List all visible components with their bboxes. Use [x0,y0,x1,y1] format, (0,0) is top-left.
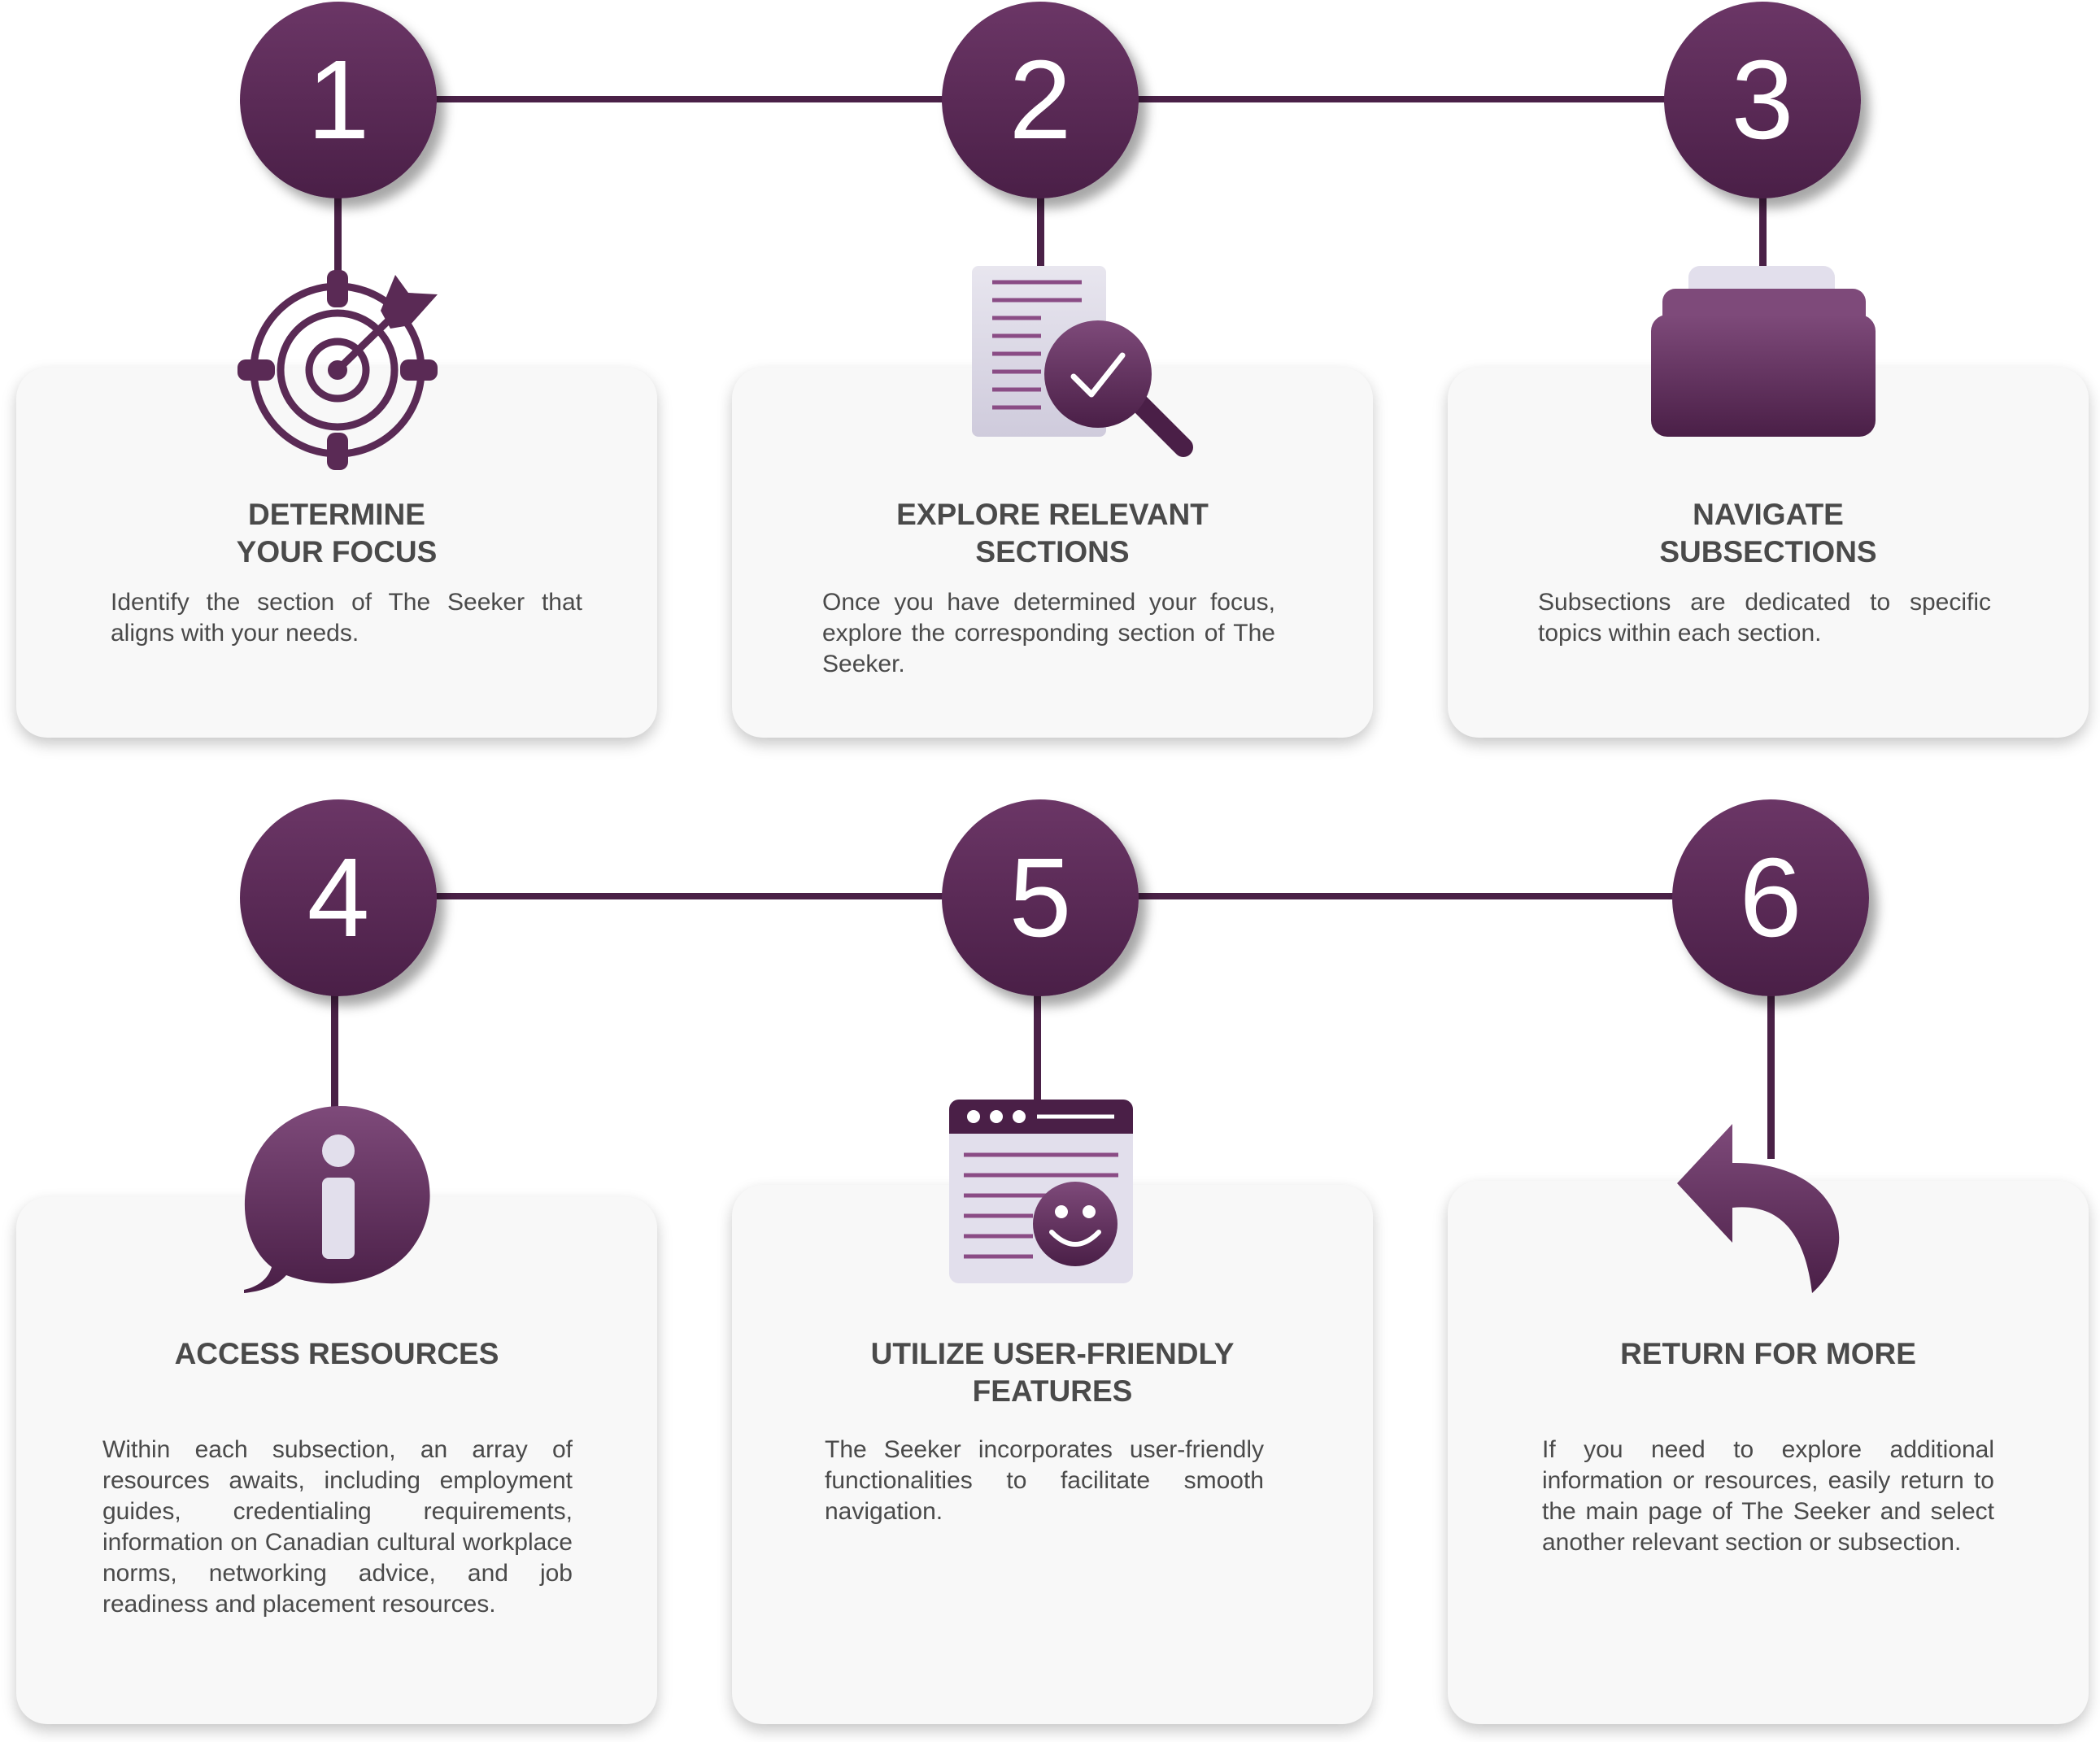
step-title-5: UTILIZE USER-FRIENDLY FEATURES [870,1337,1235,1408]
step-number-5: 5 [1009,835,1072,960]
step-title-2: EXPLORE RELEVANT SECTIONS [896,498,1209,568]
step-number-3: 3 [1731,37,1794,163]
step-number-circle-2: 2 [942,2,1139,198]
step-number-4: 4 [307,835,370,960]
document-search-icon [972,266,1193,457]
step-number-1: 1 [307,37,370,163]
step-number-6: 6 [1739,835,1802,960]
step-title-1: DETERMINE YOUR FOCUS [236,498,438,568]
step-description-4: Within each subsection, an array of reso… [102,1436,573,1618]
step-number-circle-6: 6 [1672,799,1869,996]
step-number-2: 2 [1009,37,1072,163]
step-number-circle-4: 4 [240,799,437,996]
connector-stem-6 [1767,984,1775,1159]
connector-stem-4 [331,984,338,1114]
step-description-3: Subsections are dedicated to specific to… [1538,589,1991,647]
return-arrow-icon [1677,1124,1840,1293]
target-icon [237,270,438,470]
browser-smiley-icon [949,1100,1133,1283]
step-title-6: RETURN FOR MORE [1620,1337,1916,1370]
connector-stem-2 [1037,187,1044,268]
step-description-5: The Seeker incorporates user-friendly fu… [825,1436,1264,1525]
step-number-circle-5: 5 [942,799,1139,996]
step-description-1: Identify the section of The Seeker that … [111,589,582,647]
folder-icon [1651,266,1876,437]
step-title-3: NAVIGATE SUBSECTIONS [1659,498,1877,568]
step-description-6: If you need to explore additional inform… [1542,1436,1994,1556]
step-title-4: ACCESS RESOURCES [174,1337,499,1370]
step-number-circle-1: 1 [240,2,437,198]
connector-stem-3 [1759,187,1767,268]
step-number-circle-3: 3 [1664,2,1861,198]
step-card-4: ACCESS RESOURCES Within each subsection,… [16,1197,657,1724]
step-card-6: RETURN FOR MORE If you need to explore a… [1448,1181,2089,1724]
connector-stem-5 [1034,984,1041,1106]
step-description-2: Once you have determined your focus, exp… [822,589,1275,677]
step-card-2: EXPLORE RELEVANT SECTIONS Once you have … [732,368,1373,738]
info-bubble-icon [244,1106,430,1293]
connector-stem-1 [334,187,342,285]
